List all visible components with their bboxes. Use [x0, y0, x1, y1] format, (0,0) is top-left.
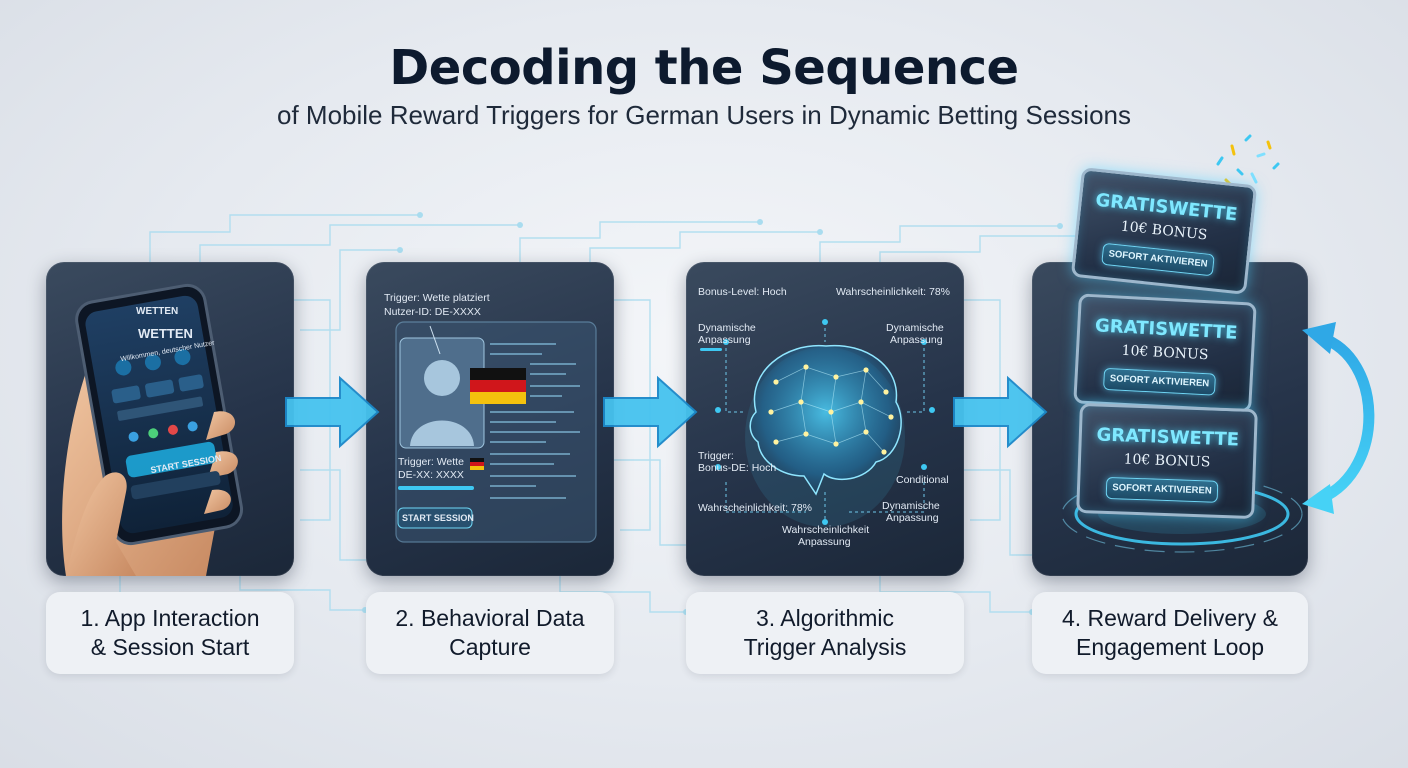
analysis-dyn-bottom-1: Dynamische — [882, 500, 940, 512]
user-silhouette-icon — [410, 360, 474, 446]
data-capture-screen — [395, 321, 597, 543]
analysis-dyn-bottom-2: Anpassung — [886, 512, 939, 524]
analysis-probability-top: Wahrscheinlichkeit: 78% — [836, 286, 950, 298]
step-1-panel: WETTEN WETTEN Willkommen, deutscher Nutz… — [46, 262, 294, 576]
phone-app-title: WETTEN — [138, 326, 193, 341]
step-label-line2: Trigger Analysis — [743, 634, 907, 660]
loop-arrow-icon — [1302, 322, 1375, 514]
page-title: Decoding the Sequence — [389, 40, 1019, 96]
flow-arrow-icon — [603, 375, 698, 449]
step-1-label: 1. App Interaction & Session Start — [46, 592, 294, 674]
german-flag-icon — [470, 368, 526, 470]
flow-arrow-icon — [285, 375, 380, 449]
step-label-line2: Engagement Loop — [1076, 634, 1264, 660]
analysis-prob-bottom-2: Anpassung — [798, 536, 851, 548]
step-label-line2: & Session Start — [90, 634, 250, 660]
capture-card-id: DE-XX: XXXX — [398, 469, 464, 481]
capture-card-trigger: Trigger: Wette — [398, 456, 464, 468]
reward-card-bonus: 10€ BONUS — [1123, 451, 1211, 471]
page-subtitle: of Mobile Reward Triggers for German Use… — [277, 100, 1131, 130]
step-label-line1: 1. App Interaction — [80, 605, 260, 631]
analysis-trigger-2: Bonus-DE: Hoch — [698, 462, 777, 474]
activate-button[interactable]: SOFORT AKTIVIEREN — [1105, 476, 1219, 503]
step-label-line2: Capture — [449, 634, 531, 660]
reward-card-title: GRATISWETTE — [1096, 424, 1240, 451]
reward-card-3: GRATISWETTE 10€ BONUS SOFORT AKTIVIEREN — [1076, 402, 1258, 520]
hand-phone-icon — [62, 283, 244, 576]
step-label-line1: 2. Behavioral Data — [395, 605, 585, 631]
analysis-prob-bottom-1: Wahrscheinlichkeit — [782, 524, 870, 536]
reward-card-bonus: 10€ BONUS — [1121, 342, 1209, 364]
analysis-dyn-left-2: Anpassung — [698, 334, 751, 346]
analysis-bonus-level: Bonus-Level: Hoch — [698, 286, 787, 298]
analysis-dyn-right-2: Anpassung — [890, 334, 943, 346]
step-2-panel: Trigger: Wette platziert Nutzer-ID: DE-X… — [366, 262, 614, 576]
step-label-line1: 4. Reward Delivery & — [1061, 605, 1279, 631]
reward-card-1: GRATISWETTE 10€ BONUS SOFORT AKTIVIEREN — [1070, 167, 1258, 295]
capture-trigger-line: Trigger: Wette platziert — [384, 292, 490, 304]
activate-button[interactable]: SOFORT AKTIVIEREN — [1101, 242, 1215, 277]
reward-card-2: GRATISWETTE 10€ BONUS SOFORT AKTIVIEREN — [1073, 293, 1257, 413]
analysis-dyn-left-1: Dynamische — [698, 322, 756, 334]
analysis-condition: Conditional — [896, 474, 949, 486]
step-label-line1: 3. Algorithmic — [755, 605, 895, 631]
reward-card-title: GRATISWETTE — [1094, 315, 1238, 344]
capture-start-session-button[interactable]: START SESSION — [402, 513, 474, 523]
step-4-label: 4. Reward Delivery & Engagement Loop — [1032, 592, 1308, 674]
step-3-panel: Bonus-Level: Hoch Wahrscheinlichkeit: 78… — [686, 262, 964, 576]
analysis-trigger-1: Trigger: — [698, 450, 734, 462]
confetti-decoration — [1216, 134, 1280, 186]
analysis-probability-left: Wahrscheinlichkeit: 78% — [698, 502, 812, 514]
activate-button[interactable]: SOFORT AKTIVIEREN — [1102, 367, 1216, 396]
analysis-dyn-right-1: Dynamische — [886, 322, 944, 334]
flow-arrow-icon — [953, 375, 1048, 449]
capture-user-id-line: Nutzer-ID: DE-XXXX — [384, 306, 481, 318]
brain-network-icon — [700, 319, 935, 527]
phone-header: WETTEN — [136, 306, 179, 317]
